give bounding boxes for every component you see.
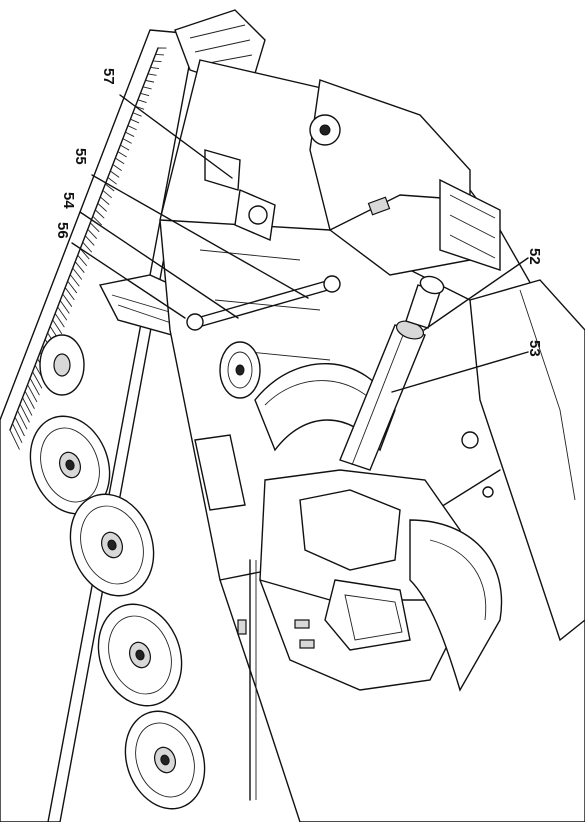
track-tread-tick xyxy=(64,287,75,301)
callout-labels: 57 55 54 56 52 53 xyxy=(54,68,543,357)
track-tread-tick xyxy=(152,60,162,63)
track-tread-tick xyxy=(110,170,120,178)
engine-housing xyxy=(309,79,501,276)
road-wheel xyxy=(97,603,183,707)
leader-54 xyxy=(79,211,239,319)
cooling-fan xyxy=(219,341,261,399)
track-tread-tick xyxy=(112,164,122,171)
road-wheels xyxy=(29,334,206,810)
track-tread-tick xyxy=(67,280,78,294)
track-tread-tick xyxy=(89,222,100,233)
track-tread-tick xyxy=(9,429,20,450)
drum-housing xyxy=(409,519,503,692)
track-tread-tick xyxy=(32,371,43,389)
leader-52 xyxy=(423,257,529,331)
track-tread-tick xyxy=(52,319,63,335)
callout-56: 56 xyxy=(54,222,71,239)
track-tread-tick xyxy=(122,138,132,144)
track-tread-tick xyxy=(87,228,98,239)
track-tread-tick xyxy=(74,261,85,273)
track-tread-tick xyxy=(59,300,70,314)
track-tread-tick xyxy=(94,209,105,219)
track-tread-tick xyxy=(17,410,28,430)
callout-54: 54 xyxy=(60,192,77,209)
side-details xyxy=(194,434,257,801)
leader-57 xyxy=(119,94,233,179)
track-tread-tick xyxy=(27,384,38,403)
track-tread-tick xyxy=(115,157,125,165)
track-tread-tick xyxy=(84,235,95,246)
callout-55: 55 xyxy=(72,148,89,165)
track-tread-tick xyxy=(150,66,160,69)
track-tread-tick xyxy=(14,416,25,437)
leader-53 xyxy=(391,351,529,393)
track-assembly xyxy=(0,29,206,822)
track-tread-tick xyxy=(79,248,90,260)
callout-52: 52 xyxy=(526,248,543,265)
callout-53: 53 xyxy=(526,340,543,357)
road-wheel xyxy=(124,710,206,810)
track-tread-tick xyxy=(19,403,30,423)
track-tread-tick xyxy=(142,86,152,90)
track-tread-tick xyxy=(54,313,65,328)
track-tread-tick xyxy=(22,397,33,416)
track-tread-tick xyxy=(137,99,147,103)
track-tread-tick xyxy=(125,131,135,137)
track-tread-tick xyxy=(117,151,127,158)
track-tread-tick xyxy=(77,254,88,267)
track-tread-tick xyxy=(132,112,142,117)
track-tread-tick xyxy=(97,203,108,212)
track-tread-tick xyxy=(105,183,115,192)
track-tread-tick xyxy=(147,73,157,76)
hydraulic-cylinder xyxy=(339,275,445,471)
leader-56 xyxy=(71,242,186,319)
track-tread-tick xyxy=(145,79,155,83)
leader-lines xyxy=(71,94,529,393)
track-tread-tick xyxy=(130,118,140,124)
road-wheel xyxy=(29,415,111,515)
callout-57: 57 xyxy=(100,68,117,85)
track-tread-tick xyxy=(92,216,103,226)
track-tread-tick xyxy=(82,241,93,253)
track-tread-tick xyxy=(69,274,80,287)
leader-55 xyxy=(91,174,309,299)
steering-linkage xyxy=(186,149,341,331)
track-tread-tick xyxy=(12,423,23,443)
track-tread-tick xyxy=(120,144,130,151)
track-tread-tick xyxy=(72,267,83,280)
track-tread-tick xyxy=(62,293,73,307)
track-tread-tick xyxy=(57,306,68,321)
track-tread-tick xyxy=(24,390,35,409)
track-tread-tick xyxy=(127,125,137,131)
track-tread-tick xyxy=(29,377,40,396)
track-tread-tick xyxy=(140,92,150,97)
track-tread-tick xyxy=(100,196,110,205)
outrigger-beam xyxy=(461,279,585,642)
track-tread-tick xyxy=(102,190,112,199)
road-wheel xyxy=(69,493,155,597)
track-tread-tick xyxy=(107,177,117,185)
drive-sprocket xyxy=(39,334,85,396)
